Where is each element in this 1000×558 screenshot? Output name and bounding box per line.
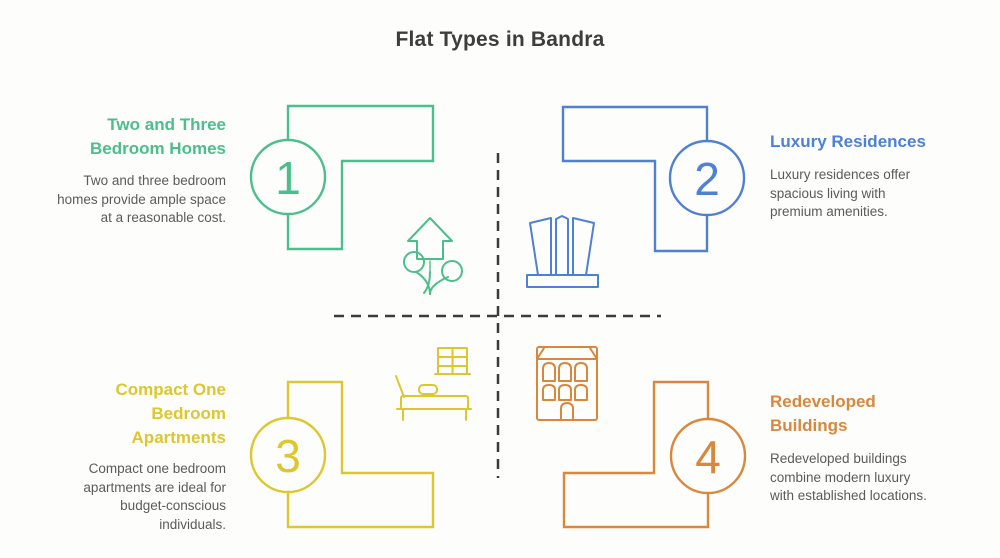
section-4-shape: [562, 380, 747, 529]
section-4-description: Redeveloped buildings combine modern lux…: [770, 451, 927, 503]
section-2-number: 2: [694, 153, 720, 205]
page-title: Flat Types in Bandra: [395, 28, 605, 51]
section-2-heading: Luxury Residences: [770, 132, 926, 151]
section-1-description: Two and three bedroom homes provide ampl…: [57, 173, 226, 225]
section-3-description: Compact one bedroom apartments are ideal…: [83, 461, 226, 532]
bed-window-icon: [395, 347, 472, 421]
section-1-shape: [249, 104, 435, 251]
classic-building-icon: [536, 346, 598, 421]
section-3-shape: [249, 380, 435, 529]
section-2-description: Luxury residences offer spacious living …: [770, 167, 911, 219]
section-1-number: 1: [275, 152, 301, 204]
section-4-number: 4: [695, 431, 721, 483]
skyscraper-icon: [526, 215, 599, 288]
section-4-heading: Redeveloped Buildings: [770, 392, 876, 435]
growth-home-icon: [403, 217, 463, 295]
section-2-shape: [561, 105, 746, 253]
section-3-heading: Compact One Bedroom Apartments: [115, 380, 226, 447]
section-1-heading: Two and Three Bedroom Homes: [89, 115, 226, 158]
section-3-number: 3: [275, 430, 301, 482]
